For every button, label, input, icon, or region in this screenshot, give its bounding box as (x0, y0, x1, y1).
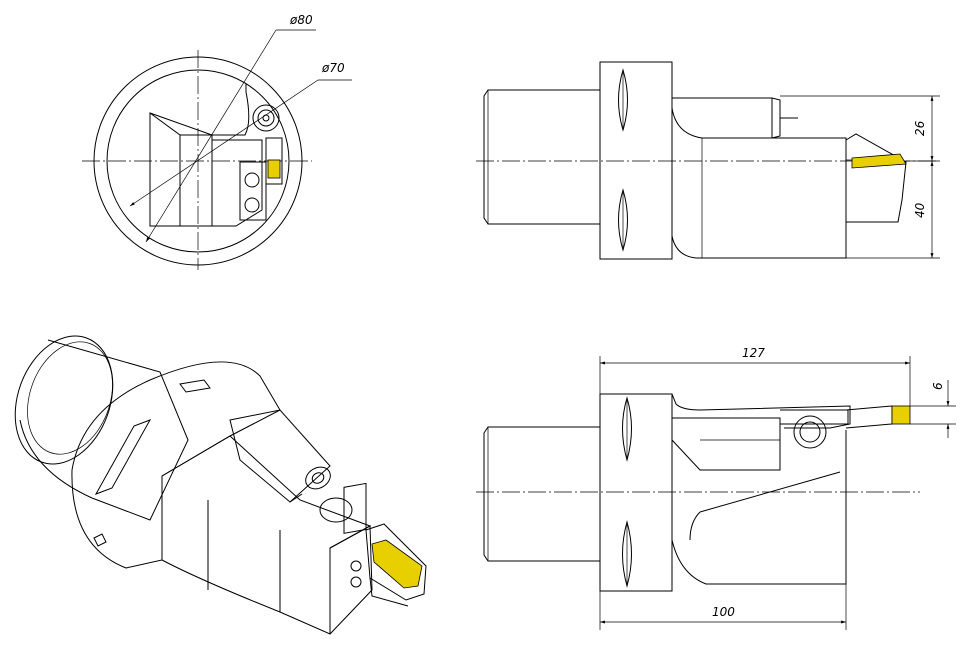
top-shank (483, 426, 601, 562)
iso-flange-slot-top (179, 379, 211, 393)
side-view-insert (851, 153, 907, 169)
iso-hole (319, 497, 353, 523)
top-flange (599, 393, 673, 592)
top-view-insert (891, 405, 911, 425)
iso-coolant-arm-edge (289, 493, 303, 503)
flange-slot-bottom (618, 188, 628, 252)
coolant-nozzle-inner (257, 109, 275, 127)
iso-insert (371, 539, 423, 589)
iso-screw-2 (350, 576, 362, 588)
iso-screw-1 (350, 560, 362, 572)
side-view: 26 40 (476, 61, 940, 260)
top-coolant-nozzle (793, 415, 827, 449)
shank (483, 89, 601, 225)
iso-tool-body (161, 435, 372, 635)
clamp-plate (239, 161, 267, 221)
iso-clamp-face (329, 525, 373, 635)
l100-label: 100 (712, 605, 735, 619)
iso-coolant-nozzle-inner (311, 472, 325, 484)
iso-shank-body (19, 339, 189, 521)
tool-body-top (149, 84, 250, 136)
h40-label: 40 (913, 202, 927, 218)
clamp-block (212, 139, 263, 227)
w6-label: 6 (931, 382, 945, 390)
iso-clamp-plate (343, 482, 367, 534)
d80-label: ø80 (289, 13, 313, 27)
d70-dim-line (129, 79, 319, 207)
head-side (845, 133, 907, 223)
iso-flange-slot (94, 419, 152, 495)
iso-insert-holder-lower (369, 577, 409, 607)
d80-dim-line (145, 29, 277, 243)
top-flange-slot-bottom (622, 520, 632, 588)
coolant-nozzle-outer (252, 104, 280, 132)
coolant-arm-end (771, 97, 781, 139)
inner-circle-d70 (106, 69, 290, 253)
screw-hole-1 (244, 172, 260, 188)
iso-coolant-nozzle (305, 466, 331, 490)
iso-flange-mark (93, 533, 107, 547)
l127-label: 127 (742, 346, 765, 360)
top-tool-body-curve (689, 511, 701, 541)
flange-slot-top (618, 68, 628, 132)
insert-holder (265, 137, 283, 185)
top-coolant-nozzle-inner (799, 421, 821, 443)
iso-shank-chamfer (27, 341, 113, 455)
top-tool-body-slope (699, 471, 841, 513)
top-arm-upper (671, 393, 851, 429)
coolant-arm (671, 97, 773, 139)
end-view: ø80 ø70 (82, 13, 352, 270)
top-arm-block (671, 417, 781, 471)
isometric-view (14, 335, 427, 635)
h26-label: 26 (913, 120, 927, 136)
top-view: 127 6 100 (476, 346, 956, 630)
iso-flange (71, 361, 281, 569)
tool-body-side (671, 137, 847, 259)
tool-body-face (149, 112, 213, 227)
end-view-insert (267, 159, 281, 179)
iso-coolant-arm (229, 409, 331, 503)
flange (599, 61, 673, 260)
top-blade (845, 405, 893, 429)
top-bar (780, 409, 849, 425)
top-flange-slot-top (622, 396, 632, 462)
top-tool-body (671, 430, 847, 585)
screw-hole-2 (244, 197, 260, 213)
d70-label: ø70 (321, 61, 345, 75)
